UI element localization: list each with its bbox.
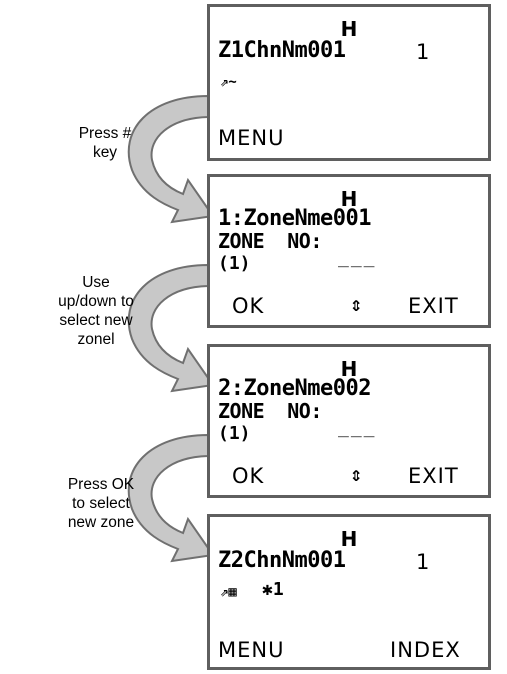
softkey-exit[interactable]: EXIT	[408, 464, 459, 488]
zone-name: 1:ZoneNme001	[218, 206, 371, 231]
screen-header: H	[340, 187, 358, 211]
annotation-line: zonel	[77, 331, 115, 348]
annotation-line: Press #	[78, 125, 132, 142]
annotation-use-updown: Use up/down to select new zonel	[31, 273, 161, 349]
zone-entry-field[interactable]: ___	[338, 417, 377, 438]
annotation-press-ok: Press OK to select new zone	[36, 475, 166, 532]
display-screen-4: H Z2ChnNm001 1 ⇗▦ ✱1 MENU INDEX	[207, 514, 491, 670]
annotation-press-hash: Press # key	[40, 124, 170, 162]
annotation-line: Use	[82, 274, 110, 291]
zone-number-label: ZONE NO:	[218, 399, 322, 423]
up-down-icon[interactable]: ⇕	[350, 462, 363, 486]
status-extra: ✱1	[262, 579, 284, 600]
zone-name: 2:ZoneNme002	[218, 376, 371, 401]
softkey-exit[interactable]: EXIT	[408, 294, 459, 318]
screen-header: H	[340, 527, 358, 551]
channel-value: 1	[416, 40, 431, 64]
curved-arrow-1	[127, 94, 215, 224]
display-screen-3: H 2:ZoneNme002 ZONE NO: (1) ___ OK ⇕ EXI…	[207, 344, 491, 498]
display-screen-2: H 1:ZoneNme001 ZONE NO: (1) ___ OK ⇕ EXI…	[207, 174, 491, 328]
softkey-menu[interactable]: MENU	[218, 638, 285, 662]
annotation-line: Press OK	[67, 476, 135, 493]
curved-arrow-2	[127, 263, 215, 393]
softkey-ok[interactable]: OK	[232, 464, 265, 488]
status-icons: ⇗∼	[220, 74, 237, 90]
status-icons: ⇗▦	[220, 584, 237, 600]
zone-current: (1)	[218, 423, 251, 444]
annotation-line: up/down to	[58, 293, 134, 310]
zone-entry-field[interactable]: ___	[338, 247, 377, 268]
annotation-line: select new	[59, 312, 133, 329]
screen-header: H	[340, 17, 358, 41]
curved-arrow-3	[127, 433, 215, 563]
annotation-line: key	[92, 144, 118, 161]
channel-name: Z2ChnNm001	[218, 548, 346, 573]
softkey-ok[interactable]: OK	[232, 294, 265, 318]
up-down-icon[interactable]: ⇕	[350, 292, 363, 316]
annotation-line: to select	[72, 495, 130, 512]
screen-header: H	[340, 357, 358, 381]
display-screen-1: H Z1ChnNm001 1 ⇗∼ MENU	[207, 4, 491, 161]
channel-name: Z1ChnNm001	[218, 38, 346, 63]
annotation-line: new zone	[67, 514, 135, 531]
zone-number-label: ZONE NO:	[218, 229, 322, 253]
softkey-index[interactable]: INDEX	[390, 638, 461, 662]
softkey-menu[interactable]: MENU	[218, 126, 285, 150]
zone-current: (1)	[218, 253, 251, 274]
channel-value: 1	[416, 550, 431, 574]
